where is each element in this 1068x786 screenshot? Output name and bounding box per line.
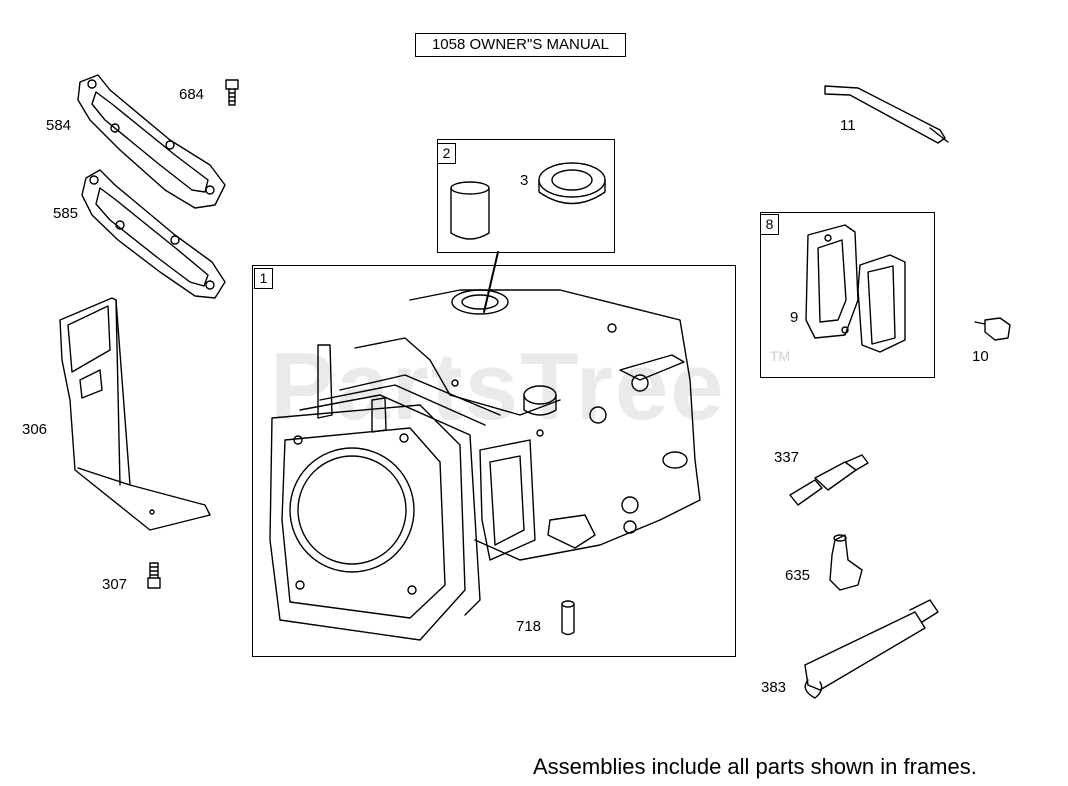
part-label-585: 585 [53, 205, 79, 222]
watermark-trademark: TM [770, 348, 791, 364]
watermark: PartsTree [270, 333, 726, 440]
frame-tag-1: 1 [254, 268, 273, 289]
frame-tag-8: 8 [760, 214, 779, 235]
part-label-307: 307 [102, 576, 128, 593]
part-11-dipstick [824, 85, 949, 144]
frame-assembly-2 [437, 139, 615, 253]
part-718-pin [561, 600, 575, 636]
part-label-635: 635 [785, 567, 811, 584]
part-label-10: 10 [972, 348, 989, 365]
part-label-337: 337 [774, 449, 800, 466]
part-label-306: 306 [22, 421, 48, 438]
part-684-bolt [225, 79, 239, 106]
frame-tag-2: 2 [437, 143, 456, 164]
part-label-383: 383 [761, 679, 787, 696]
part-10-bolt [974, 317, 1011, 341]
part-635-boot [829, 534, 863, 591]
frame-assembly-8 [760, 212, 935, 378]
leader-line [483, 251, 499, 313]
part-label-11: 11 [840, 117, 856, 134]
part-383-tool [804, 599, 939, 699]
part-9-gasket [805, 224, 859, 339]
part-584-gasket [77, 74, 226, 209]
part-label-684: 684 [179, 86, 205, 103]
part-2-sleeve [450, 181, 490, 240]
part-585-gasket [81, 169, 226, 299]
part-306-shield [59, 297, 211, 531]
part-label-3: 3 [520, 172, 529, 189]
part-1-cylinder-block [269, 289, 701, 641]
part-label-718: 718 [516, 618, 542, 635]
manual-title: 1058 OWNER"S MANUAL [415, 33, 626, 57]
part-8-plate [857, 254, 906, 353]
part-label-9: 9 [790, 309, 799, 326]
part-307-screw [147, 562, 161, 589]
part-337-spark-plug [789, 454, 869, 506]
assembly-footnote: Assemblies include all parts shown in fr… [533, 754, 977, 779]
part-3-seal [538, 162, 606, 205]
part-label-584: 584 [46, 117, 72, 134]
